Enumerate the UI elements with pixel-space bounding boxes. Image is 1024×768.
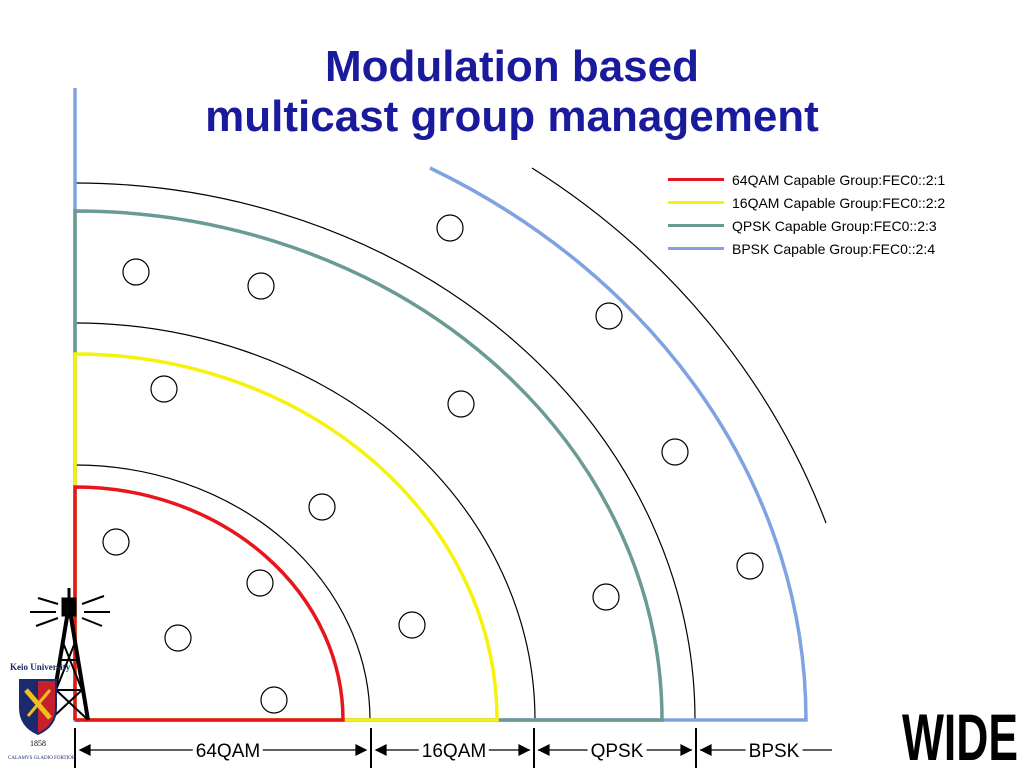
title-line-2: multicast group management (205, 92, 819, 141)
wide-logo: WIDE (902, 700, 1018, 764)
legend-swatch (668, 224, 724, 227)
terminal-node (122, 258, 150, 286)
64qam-group-arc (73, 485, 345, 722)
zone-label-bpsk: BPSK (745, 741, 803, 763)
arrow-head (78, 744, 91, 756)
legend-item-qpsk: QPSK Capable Group:FEC0::2:3 (668, 214, 1018, 237)
terminal-node (164, 624, 192, 652)
bpsk-group-arc (73, 88, 808, 722)
zone-label-16qam: 16QAM (418, 741, 490, 763)
keio-university-logo: Keio University 1858 CALAMVS GLADIO FORT… (8, 662, 76, 761)
keio-year: 1858 (30, 739, 46, 748)
terminal-node (246, 569, 274, 597)
terminal-node (736, 552, 764, 580)
legend-swatch (668, 178, 724, 181)
arrow-head (518, 744, 531, 756)
legend-item-16qam: 16QAM Capable Group:FEC0::2:2 (668, 191, 1018, 214)
terminal-node (436, 214, 464, 242)
arrow-head (680, 744, 693, 756)
legend-label: BPSK Capable Group:FEC0::2:4 (732, 240, 936, 257)
keio-motto: CALAMVS GLADIO FORTIOR (8, 756, 76, 761)
zone-label-qpsk: QPSK (587, 741, 647, 763)
terminal-node (447, 390, 475, 418)
zone-label-64qam: 64QAM (192, 741, 264, 763)
legend-label: QPSK Capable Group:FEC0::2:3 (732, 217, 937, 234)
boundary-arc-2 (74, 322, 536, 721)
page-title: Modulation based multicast group managem… (0, 42, 1024, 142)
wide-logo-text: WIDE (902, 700, 1018, 764)
terminal-node (247, 272, 275, 300)
arrow-head (374, 744, 387, 756)
keio-text: Keio University (10, 662, 71, 672)
terminal-node (595, 302, 623, 330)
16qam-group-arc (73, 352, 499, 722)
boundary-arc-3 (74, 182, 696, 721)
terminal-node (592, 583, 620, 611)
terminal-node (150, 375, 178, 403)
legend-label: 16QAM Capable Group:FEC0::2:2 (732, 194, 946, 211)
arrow-head (355, 744, 368, 756)
legend-label: 64QAM Capable Group:FEC0::2:1 (732, 171, 946, 188)
terminal-node (398, 611, 426, 639)
terminal-node (260, 686, 288, 714)
legend-swatch (668, 247, 724, 250)
terminal-node (102, 528, 130, 556)
terminal-node (661, 438, 689, 466)
legend-swatch (668, 201, 724, 204)
title-line-1: Modulation based (325, 42, 699, 91)
boundary-arc-4 (531, 167, 827, 524)
legend-item-bpsk: BPSK Capable Group:FEC0::2:4 (668, 237, 1018, 260)
legend: 64QAM Capable Group:FEC0::2:1 16QAM Capa… (668, 168, 1018, 260)
legend-item-64qam: 64QAM Capable Group:FEC0::2:1 (668, 168, 1018, 191)
boundary-arc-1 (74, 464, 371, 721)
arrow-head (537, 744, 550, 756)
qpsk-group-arc (73, 209, 664, 722)
terminal-node (308, 493, 336, 521)
arrow-head (699, 744, 712, 756)
